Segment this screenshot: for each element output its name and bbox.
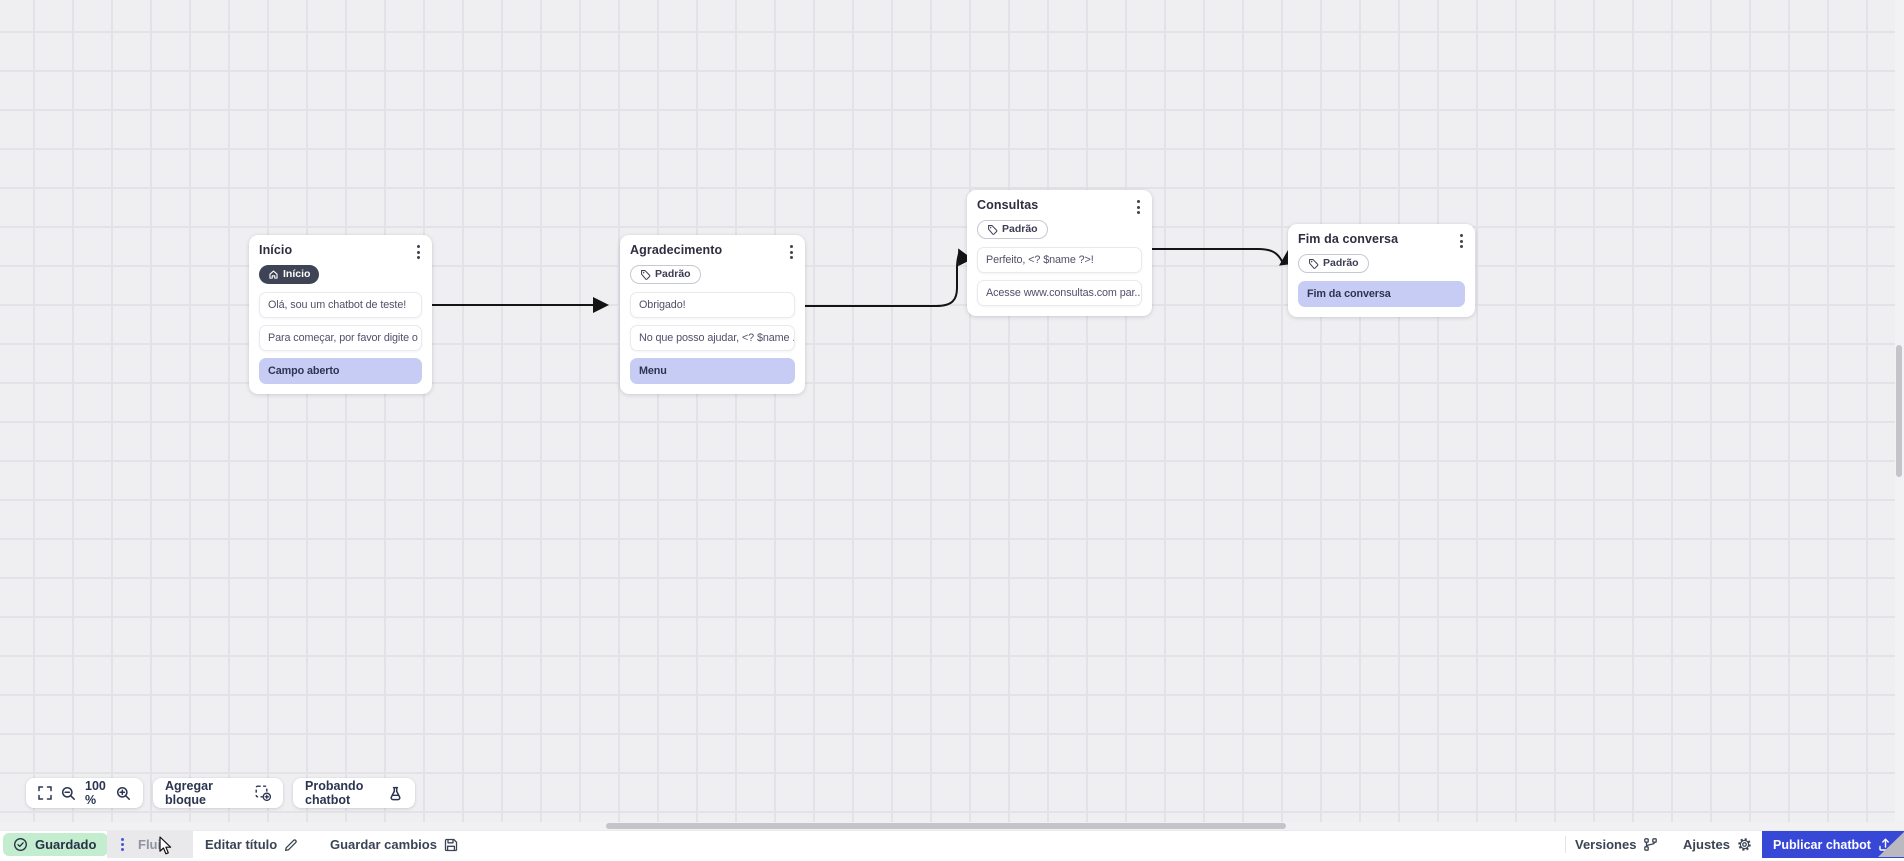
- fit-view-icon[interactable]: [38, 786, 52, 800]
- settings-label: Ajustes: [1683, 837, 1730, 852]
- message-bubble[interactable]: Obrigado!: [630, 292, 795, 318]
- badge-label: Padrão: [1002, 223, 1038, 236]
- zoom-in-icon[interactable]: [116, 786, 131, 801]
- flow-node-agradecimento[interactable]: Agradecimento Padrão Obrigado! No que po…: [620, 235, 805, 394]
- test-chatbot-label: Probando chatbot: [305, 779, 364, 807]
- node-title: Início: [259, 243, 293, 257]
- add-block-label: Agregar bloque: [165, 779, 213, 807]
- statusbar-divider: [1565, 836, 1566, 853]
- save-changes-label: Guardar cambios: [330, 837, 437, 852]
- vertical-scrollbar-thumb[interactable]: [1896, 345, 1902, 477]
- edit-title-label: Editar título: [205, 837, 278, 852]
- save-icon: [444, 838, 458, 851]
- test-chatbot-button[interactable]: Probando chatbot: [293, 778, 415, 808]
- check-circle-icon: [14, 838, 27, 851]
- node-menu-kebab-icon[interactable]: [786, 243, 797, 261]
- node-type-badge: Padrão: [630, 265, 701, 284]
- message-bubble[interactable]: Para começar, por favor digite o ...: [259, 325, 422, 351]
- node-type-badge: Padrão: [977, 220, 1048, 239]
- versions-button[interactable]: Versiones: [1575, 831, 1658, 858]
- publish-label: Publicar chatbot: [1773, 837, 1871, 852]
- node-menu-kebab-icon[interactable]: [413, 243, 424, 261]
- versions-label: Versiones: [1575, 837, 1637, 852]
- zoom-level: 100 %: [85, 779, 106, 807]
- tag-icon: [641, 270, 651, 280]
- flow-node-fim-da-conversa[interactable]: Fim da conversa Padrão Fim da conversa: [1288, 224, 1475, 317]
- save-changes-button[interactable]: Guardar cambios: [330, 831, 458, 858]
- node-menu-kebab-icon[interactable]: [1456, 232, 1467, 250]
- saved-label: Guardado: [35, 837, 97, 852]
- message-bubble[interactable]: Acesse www.consultas.com par...: [977, 280, 1142, 306]
- git-branch-icon: [1644, 838, 1658, 851]
- node-title: Agradecimento: [630, 243, 723, 257]
- node-menu-kebab-icon[interactable]: [1133, 198, 1144, 216]
- tag-icon: [1309, 259, 1319, 269]
- flow-options-kebab-icon[interactable]: [117, 836, 128, 853]
- zoom-toolbar: 100 %: [26, 778, 143, 808]
- flask-icon: [388, 786, 403, 801]
- node-type-badge: Padrão: [1298, 254, 1369, 273]
- tag-icon: [988, 225, 998, 235]
- message-bubble[interactable]: No que posso ajudar, <? $name ...: [630, 325, 795, 351]
- status-bar: Guardado Fluir Editar título Guardar cam…: [0, 830, 1904, 858]
- badge-label: Padrão: [1323, 257, 1359, 270]
- action-row-end-conversation[interactable]: Fim da conversa: [1298, 281, 1465, 307]
- connection-agradecimento-consultas[interactable]: [805, 248, 973, 307]
- horizontal-scrollbar-thumb[interactable]: [606, 823, 1286, 829]
- pencil-icon: [285, 838, 297, 851]
- message-bubble[interactable]: Olá, sou um chatbot de teste!: [259, 292, 422, 318]
- add-block-button[interactable]: Agregar bloque: [153, 778, 283, 808]
- saved-status-badge: Guardado: [3, 833, 109, 856]
- action-row-menu[interactable]: Menu: [630, 358, 795, 384]
- connection-consultas-fim[interactable]: [1152, 248, 1297, 266]
- connections-layer: [432, 248, 1297, 313]
- node-title: Consultas: [977, 198, 1039, 212]
- flow-node-consultas[interactable]: Consultas Padrão Perfeito, <? $name ?>! …: [967, 190, 1152, 316]
- node-type-badge: Início: [259, 265, 320, 284]
- flow-tab-label: Fluir: [138, 837, 167, 852]
- gear-icon: [1738, 838, 1751, 851]
- badge-label: Padrão: [655, 268, 691, 281]
- message-bubble[interactable]: Perfeito, <? $name ?>!: [977, 247, 1142, 273]
- home-icon: [269, 270, 278, 279]
- action-row-open-field[interactable]: Campo aberto: [259, 358, 422, 384]
- tab-flow[interactable]: Fluir: [107, 831, 193, 858]
- badge-label: Início: [283, 268, 311, 281]
- settings-button[interactable]: Ajustes: [1683, 831, 1752, 858]
- flow-node-inicio[interactable]: Início Início Olá, sou um chatbot de tes…: [249, 235, 432, 394]
- node-title: Fim da conversa: [1298, 232, 1399, 246]
- edit-title-button[interactable]: Editar título: [205, 831, 298, 858]
- flow-canvas[interactable]: Início Início Olá, sou um chatbot de tes…: [0, 0, 1904, 822]
- publish-chatbot-button[interactable]: Publicar chatbot: [1762, 831, 1904, 858]
- zoom-out-icon[interactable]: [61, 786, 76, 801]
- add-block-icon: [255, 785, 271, 801]
